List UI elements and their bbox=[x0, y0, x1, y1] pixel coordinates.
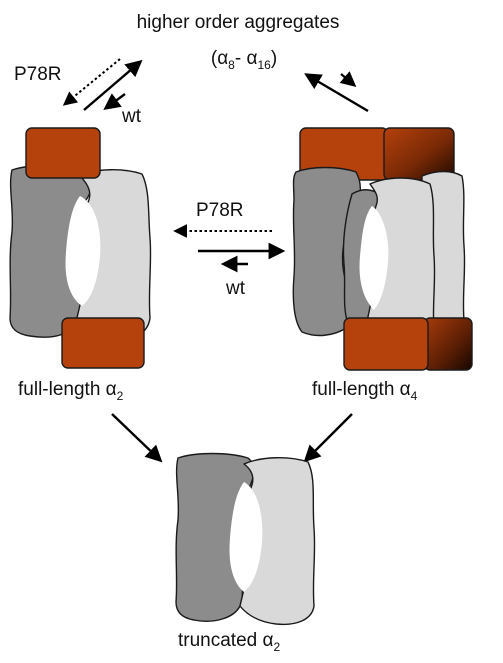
dimer-to-truncated-arrow bbox=[111, 413, 163, 463]
tetramer-bottom-domain-a bbox=[343, 317, 429, 371]
dimer-bottom-domain bbox=[61, 317, 145, 369]
tetramer-to-truncated-arrow bbox=[303, 413, 353, 463]
tetramer-bottom-domain-b bbox=[423, 317, 473, 371]
full-length-tetramer bbox=[292, 127, 473, 371]
reverse-arrow-short bbox=[339, 71, 357, 87]
full-length-dimer bbox=[9, 127, 152, 369]
forward-arrow-upper bbox=[83, 59, 143, 111]
dimer-central-cavity bbox=[65, 196, 101, 306]
wt-label-upper: wt bbox=[121, 106, 142, 127]
tetramer-label: full-length α4 bbox=[312, 379, 418, 403]
p78r-arrow-dotted-upper bbox=[62, 58, 121, 106]
truncated-central-cavity bbox=[229, 482, 263, 592]
wt-arrow-upper bbox=[103, 93, 126, 110]
aggregation-arrow-right bbox=[304, 73, 369, 113]
dimer-label: full-length α2 bbox=[18, 379, 124, 403]
wt-label-middle: wt bbox=[225, 278, 246, 299]
p78r-label-upper: P78R bbox=[14, 64, 62, 85]
truncated-dimer bbox=[175, 452, 316, 626]
higher-order-aggregates-label: higher order aggregates bbox=[137, 12, 340, 33]
oligomer-range-label: (α8- α16) bbox=[211, 48, 277, 72]
truncated-label: truncated α2 bbox=[178, 630, 280, 654]
dimer-top-domain bbox=[25, 127, 101, 179]
p78r-label-middle: P78R bbox=[196, 200, 244, 221]
tetramer-central-cavity bbox=[359, 206, 389, 310]
